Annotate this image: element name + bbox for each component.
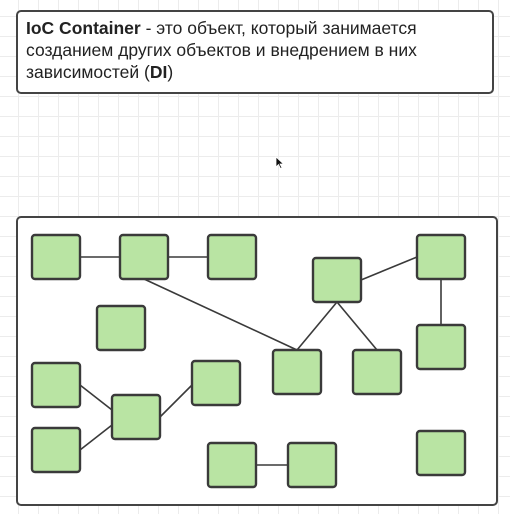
object-node <box>190 359 242 407</box>
object-node <box>110 393 162 441</box>
object-node <box>206 441 258 489</box>
definition-text: - это объект, который занимается создани… <box>26 18 417 82</box>
object-node <box>118 233 170 281</box>
definition-note: IoC Container - это объект, который зани… <box>16 10 494 94</box>
object-node <box>415 323 467 371</box>
object-node <box>311 256 363 304</box>
object-node <box>30 361 82 409</box>
dependency-edge <box>159 384 193 418</box>
dependency-edge <box>79 384 113 411</box>
object-node <box>415 233 467 281</box>
dependency-edge <box>336 301 378 351</box>
object-node <box>286 441 338 489</box>
definition-closing: ) <box>167 62 174 82</box>
object-node <box>206 233 258 281</box>
object-node <box>30 426 82 474</box>
ioc-container-term: IoC Container <box>26 18 141 38</box>
object-node <box>415 429 467 477</box>
dependency-edge <box>79 424 113 451</box>
object-node <box>30 233 82 281</box>
object-node <box>95 304 147 352</box>
mouse-cursor-icon <box>275 156 285 170</box>
object-node <box>271 348 323 396</box>
object-node <box>351 348 403 396</box>
di-term: DI <box>149 62 168 82</box>
dependency-edge <box>143 278 298 351</box>
dependency-edge <box>360 256 418 281</box>
dependency-edge <box>296 301 338 351</box>
